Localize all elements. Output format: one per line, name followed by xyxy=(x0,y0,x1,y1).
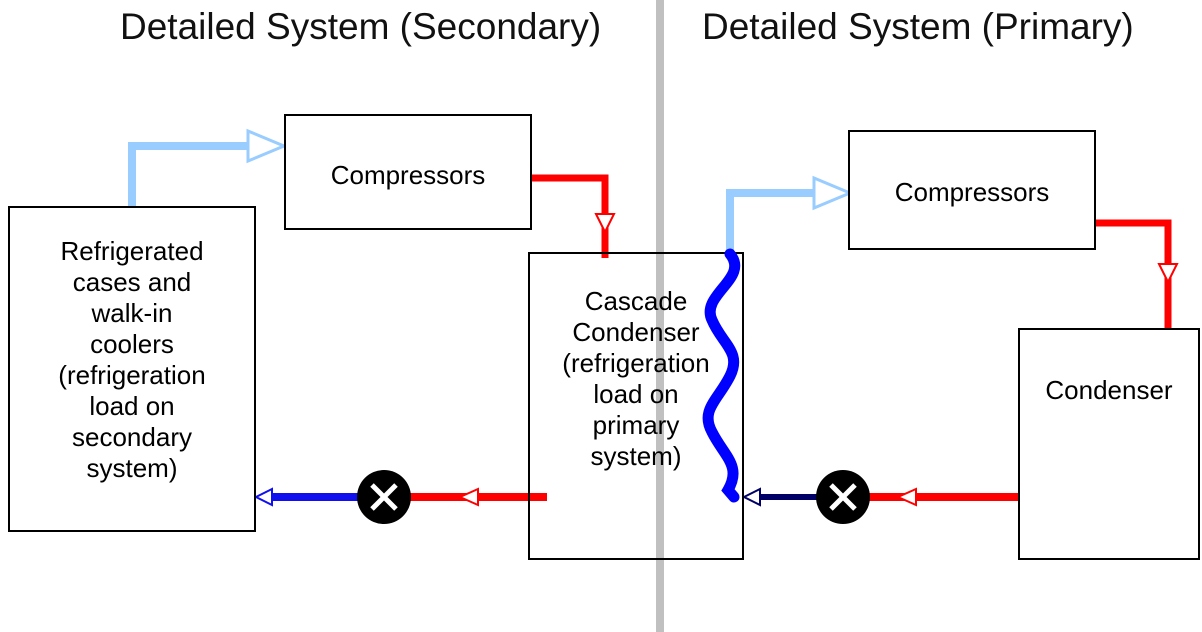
box-label: Condenser xyxy=(1045,375,1173,405)
secondary-title: Detailed System (Secondary) xyxy=(120,6,602,47)
primary-discharge-line xyxy=(1095,219,1179,330)
arrowhead-icon xyxy=(812,175,854,211)
expansion-valve-icon xyxy=(816,470,870,524)
box-label-line: secondary xyxy=(72,422,192,452)
condenser-box: Condenser xyxy=(1018,328,1200,560)
refrigerated-cases-box: Refrigerated cases and walk-in coolers (… xyxy=(8,206,256,532)
primary-return-line xyxy=(741,487,818,507)
box-label: Compressors xyxy=(330,160,486,190)
primary-compressors-box: Compressors xyxy=(848,130,1096,250)
secondary-discharge-line xyxy=(532,174,616,258)
secondary-return-line xyxy=(253,487,360,507)
cascade-condenser-box: Cascade Condenser (refrigeration load on… xyxy=(528,252,744,560)
primary-title: Detailed System (Primary) xyxy=(702,6,1134,47)
primary-liquid-line xyxy=(868,487,1020,507)
expansion-valve-icon xyxy=(357,470,411,524)
arrowhead-icon xyxy=(594,213,616,235)
box-label: Compressors xyxy=(894,177,1050,207)
secondary-compressors-box: Compressors xyxy=(284,114,532,230)
box-label-line: Cascade xyxy=(584,286,688,316)
secondary-suction-line xyxy=(128,128,288,207)
box-label-line: load on xyxy=(89,391,175,421)
box-label-line: cases and xyxy=(72,267,192,297)
arrowhead-icon xyxy=(246,128,288,164)
box-label-line: load on xyxy=(593,379,679,409)
box-label-line: (refrigeration xyxy=(58,360,206,390)
system-divider xyxy=(656,0,664,632)
box-label-line: walk-in xyxy=(91,298,173,328)
box-label-line: coolers xyxy=(90,329,174,359)
arrowhead-icon xyxy=(1157,263,1179,285)
box-label-line: system) xyxy=(590,441,682,471)
box-label-line: Condenser xyxy=(572,317,700,347)
primary-suction-line xyxy=(726,175,854,252)
secondary-liquid-line xyxy=(408,487,547,507)
arrowhead-icon xyxy=(457,487,479,507)
box-label-line: Refrigerated xyxy=(60,236,204,266)
arrowhead-icon xyxy=(895,487,917,507)
box-label-line: system) xyxy=(86,453,178,483)
box-label-line: primary xyxy=(592,410,680,440)
arrowhead-icon xyxy=(741,487,761,507)
arrowhead-icon xyxy=(253,487,273,507)
box-label-line: (refrigeration xyxy=(562,348,710,378)
